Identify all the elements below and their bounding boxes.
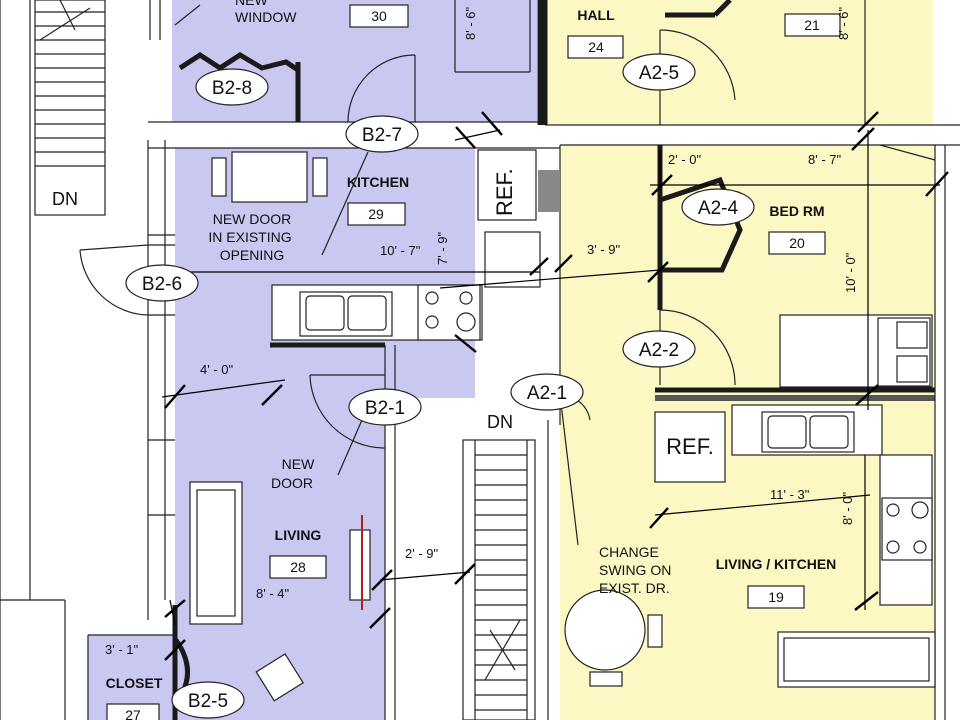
dim-10-7: 10' - 7" (380, 243, 421, 258)
note-new-door-line-1: NEW (282, 456, 315, 472)
door-tag-b2-7-outline (345, 115, 419, 153)
dim-8-6-left: 8' - 6" (463, 7, 478, 40)
room-name-bed-rm: BED RM (769, 203, 824, 219)
door-tag-a2-1-outline (510, 373, 584, 411)
door-tag-b2-6-outline (125, 264, 199, 302)
refrigerator-b-label: REF. (492, 168, 517, 216)
room-name-living-kitchen: LIVING / KITCHEN (716, 556, 837, 572)
dim-8-7: 8' - 7" (808, 152, 841, 167)
door-tag-a2-5-outline (622, 53, 696, 91)
dim-10-0: 10' - 0" (843, 252, 858, 293)
annotations: NEW WINDOW NEW DOOR IN EXISTING OPENING … (208, 0, 671, 596)
room-number-29: 29 (368, 206, 384, 222)
armchair-b (255, 653, 304, 702)
dim-11-3: 11' - 3" (770, 487, 810, 502)
door-tag-a2-4: A2-4 (698, 198, 739, 219)
note-new-window-line-1: NEW (235, 0, 268, 8)
door-tag-a2-2-outline (622, 330, 696, 368)
dining-table-a (564, 589, 646, 671)
note-change-swing-line-1: CHANGE (599, 544, 659, 560)
room-number-box-20 (768, 231, 826, 255)
room-number-box-30 (349, 4, 409, 28)
dimension-lines (148, 111, 949, 661)
door-tag-a2-4-outline (681, 188, 755, 226)
room-number-box-28 (269, 555, 327, 579)
room-number-28: 28 (290, 559, 306, 575)
room-name-living: LIVING (275, 527, 322, 543)
room-name-closet: CLOSET (106, 675, 163, 691)
door-tags: B2-8 B2-7 B2-6 B2-1 B2-5 A2-5 A2-4 A2-2 … (125, 53, 755, 719)
door-tag-a2-1: A2-1 (527, 383, 567, 404)
left-stair: DN (34, 0, 106, 216)
room-number-30: 30 (371, 8, 387, 24)
dim-8-4: 8' - 4" (256, 586, 289, 601)
room-number-24: 24 (588, 39, 604, 55)
note-new-door-line-2: DOOR (271, 475, 313, 491)
refrigerator-b (477, 149, 537, 221)
door-tag-b2-1-outline (348, 388, 422, 426)
refrigerator-a (654, 411, 726, 483)
dim-8-0: 8' - 0" (840, 492, 855, 525)
room-number-box-21 (784, 13, 841, 37)
dim-4-0: 4' - 0" (200, 362, 233, 377)
unit-a-fill-top (545, 0, 933, 125)
dim-2-9: 2' - 9" (405, 546, 438, 561)
stair-dn-label-2: DN (487, 412, 513, 432)
note-new-door-existing-line-2: IN EXISTING (208, 229, 291, 245)
note-new-door-existing-line-1: NEW DOOR (213, 211, 292, 227)
room-number-21: 21 (804, 17, 820, 33)
note-change-swing-line-3: EXIST. DR. (599, 580, 670, 596)
tv-b (349, 529, 371, 601)
refrigerator-a-label: REF. (666, 434, 714, 459)
dim-3-9: 3' - 9" (587, 242, 620, 257)
door-tag-b2-6: B2-6 (142, 274, 182, 295)
note-new-window-line-2: WINDOW (235, 9, 297, 25)
door-tag-b2-5: B2-5 (188, 691, 228, 712)
door-tag-b2-8-outline (195, 68, 269, 106)
door-tag-a2-5: A2-5 (639, 63, 679, 84)
room-number-box-19 (747, 585, 805, 609)
dim-3-1: 3' - 1" (105, 642, 138, 657)
range-b (417, 284, 481, 341)
furniture: REF. REF. (178, 52, 936, 702)
room-number-box-29 (347, 202, 406, 226)
room-name-kitchen: KITCHEN (347, 174, 409, 190)
room-number-box-27 (106, 703, 160, 720)
note-change-swing-line-2: SWING ON (599, 562, 671, 578)
room-name-hall: HALL (577, 7, 615, 23)
dining-table (231, 151, 308, 203)
room-number-box-24 (567, 35, 624, 59)
dimension-labels: 8' - 6" 8' - 6" 2' - 0" 8' - 7" 10' - 7"… (105, 7, 858, 657)
center-stair: DN (462, 412, 536, 720)
dim-2-0: 2' - 0" (668, 152, 701, 167)
room-number-20: 20 (789, 235, 805, 251)
door-tag-b2-7: B2-7 (362, 125, 402, 146)
room-number-27: 27 (125, 707, 141, 720)
door-tag-b2-5-outline (171, 681, 245, 719)
door-tag-b2-1: B2-1 (365, 398, 405, 419)
stair-dn-label-1: DN (52, 189, 78, 209)
leader-lines (174, 4, 579, 546)
unit-b-area (88, 0, 537, 720)
room-number-19: 19 (768, 589, 784, 605)
door-tag-a2-2: A2-2 (639, 340, 679, 361)
dim-7-9: 7' - 9" (435, 232, 450, 265)
room-labels: 30 HALL 24 21 KITCHEN 29 BED RM 20 LIVIN… (106, 4, 841, 720)
note-new-door-existing-line-3: OPENING (220, 247, 285, 263)
dim-8-6-right: 8' - 6" (836, 7, 851, 40)
left-wall (0, 0, 175, 720)
door-tag-b2-8: B2-8 (212, 78, 252, 99)
